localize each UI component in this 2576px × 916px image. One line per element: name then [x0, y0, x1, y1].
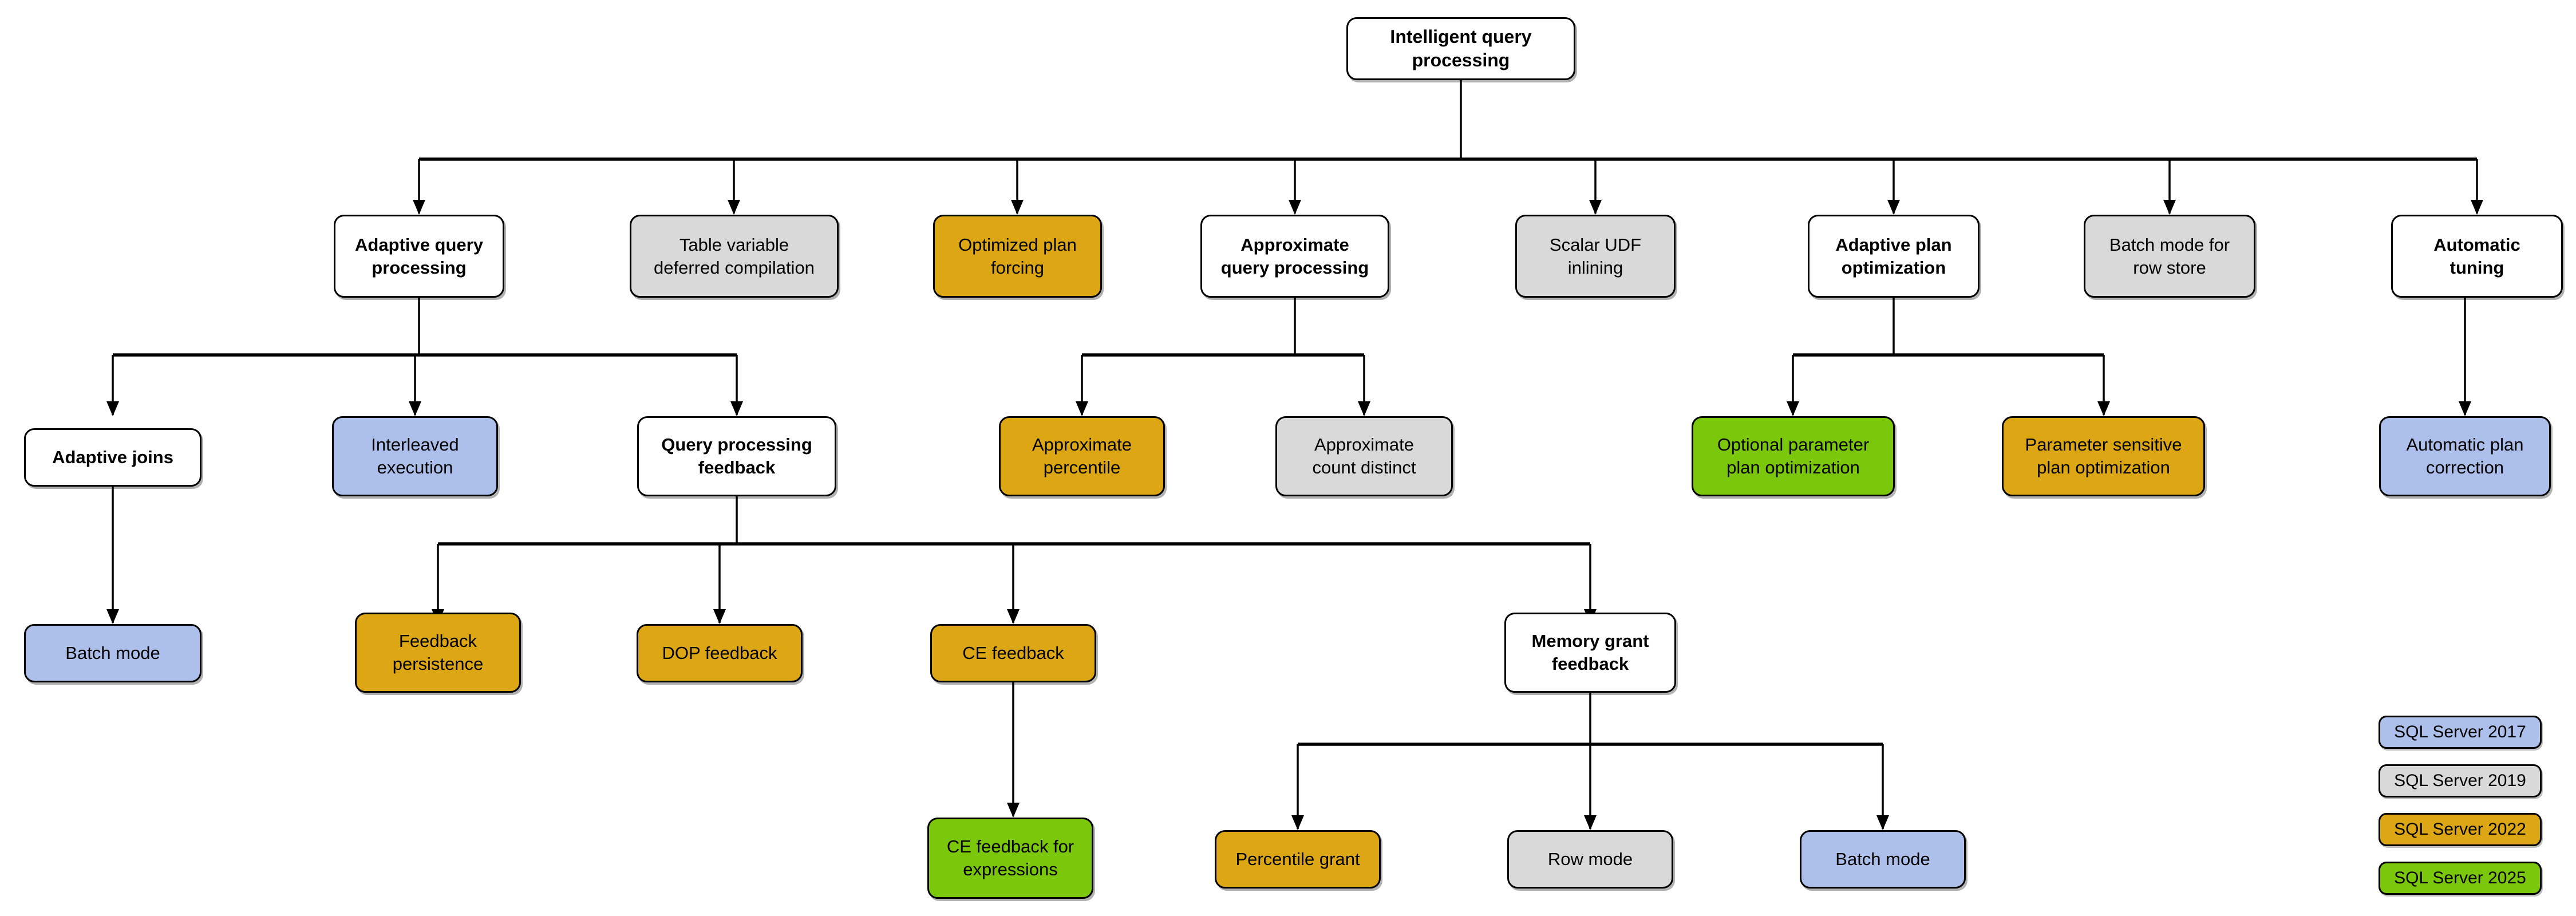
node-label: Batch mode: [1835, 849, 1930, 870]
node-label: Memory grant feedback: [1531, 631, 1649, 674]
node-adaptjoins[interactable]: Adaptive joins: [24, 428, 202, 487]
node-label: Automatic plan correction: [2406, 435, 2524, 477]
arrow-head: [1584, 815, 1597, 830]
node-batchmode1[interactable]: Batch mode: [24, 624, 202, 682]
node-label: Adaptive plan optimization: [1835, 234, 1952, 278]
node-fbpersist[interactable]: Feedback persistence: [355, 613, 521, 693]
arrow-head: [2459, 401, 2471, 416]
arrow-head: [728, 200, 740, 215]
node-tvdc[interactable]: Table variable deferred compilation: [630, 215, 839, 298]
arrow-head: [1011, 200, 1024, 215]
arrow-head: [409, 401, 421, 416]
arrow-head: [2097, 401, 2110, 416]
node-pspo[interactable]: Parameter sensitive plan optimization: [2002, 416, 2205, 496]
arrow-head: [2471, 200, 2483, 215]
node-qpf[interactable]: Query processing feedback: [637, 416, 836, 496]
arrow-head: [1007, 609, 1020, 624]
node-bmrs[interactable]: Batch mode for row store: [2084, 215, 2255, 298]
node-root[interactable]: Intelligent query processing: [1346, 17, 1575, 80]
node-label: Row mode: [1547, 849, 1633, 870]
node-label: Batch mode for row store: [2109, 234, 2230, 278]
arrow-head: [1887, 200, 1900, 215]
legend-item-label: SQL Server 2019: [2394, 771, 2526, 790]
legend-item-sql-server-2022[interactable]: SQL Server 2022: [2379, 813, 2542, 846]
node-label: Optional parameter plan optimization: [1717, 435, 1870, 477]
node-label: Percentile grant: [1235, 849, 1360, 870]
node-label: Approximate query processing: [1220, 234, 1369, 278]
node-udf[interactable]: Scalar UDF inlining: [1515, 215, 1676, 298]
legend-item-label: SQL Server 2022: [2394, 820, 2526, 839]
node-apo[interactable]: Adaptive plan optimization: [1808, 215, 1980, 298]
node-label: Query processing feedback: [661, 435, 812, 477]
node-dopfb[interactable]: DOP feedback: [637, 624, 803, 682]
node-interleaved[interactable]: Interleaved execution: [332, 416, 498, 496]
node-aqp[interactable]: Adaptive query processing: [334, 215, 504, 298]
node-oppo[interactable]: Optional parameter plan optimization: [1692, 416, 1895, 496]
node-approxcd[interactable]: Approximate count distinct: [1275, 416, 1453, 496]
node-pctgrant[interactable]: Percentile grant: [1215, 830, 1381, 889]
node-label: Approximate count distinct: [1312, 435, 1416, 477]
node-rowmode[interactable]: Row mode: [1507, 830, 1673, 889]
node-label: Table variable deferred compilation: [654, 234, 815, 278]
node-label: Intelligent query processing: [1390, 26, 1532, 70]
arrow-head: [1291, 815, 1304, 830]
node-batchmode2[interactable]: Batch mode: [1800, 830, 1966, 889]
legend-item-sql-server-2025[interactable]: SQL Server 2025: [2379, 862, 2542, 895]
arrow-head: [1589, 200, 1602, 215]
node-label: Parameter sensitive plan optimization: [2025, 435, 2182, 477]
node-label: Approximate percentile: [1032, 435, 1132, 477]
node-label: Adaptive joins: [52, 447, 173, 468]
node-apc[interactable]: Automatic plan correction: [2379, 416, 2551, 496]
node-label: Automatic tuning: [2433, 234, 2520, 278]
node-label: Feedback persistence: [392, 631, 484, 674]
node-label: Optimized plan forcing: [958, 234, 1077, 278]
node-label: CE feedback for expressions: [946, 836, 1074, 879]
node-approxpct[interactable]: Approximate percentile: [999, 416, 1165, 496]
node-label: DOP feedback: [662, 643, 777, 664]
arrow-head: [1787, 401, 1799, 416]
arrow-head: [1076, 401, 1088, 416]
arrow-head: [730, 401, 743, 416]
arrow-head: [1007, 803, 1020, 818]
legend-item-sql-server-2017[interactable]: SQL Server 2017: [2379, 716, 2542, 749]
arrow-head: [713, 609, 726, 624]
node-label: Adaptive query processing: [355, 234, 483, 278]
node-opf[interactable]: Optimized plan forcing: [933, 215, 1102, 298]
legend-item-sql-server-2019[interactable]: SQL Server 2019: [2379, 764, 2542, 797]
arrow-head: [1358, 401, 1370, 416]
arrow-head: [106, 401, 119, 416]
legend-item-label: SQL Server 2025: [2394, 868, 2526, 887]
node-label: CE feedback: [962, 643, 1064, 664]
node-mgf[interactable]: Memory grant feedback: [1504, 613, 1676, 693]
node-label: Batch mode: [65, 643, 160, 664]
node-approxqp[interactable]: Approximate query processing: [1200, 215, 1389, 298]
node-cefbexpr[interactable]: CE feedback for expressions: [927, 818, 1093, 899]
node-cefb[interactable]: CE feedback: [930, 624, 1096, 682]
arrow-head: [106, 609, 119, 624]
arrow-head: [1876, 815, 1889, 830]
node-label: Scalar UDF inlining: [1549, 234, 1642, 278]
arrow-head: [2163, 200, 2176, 215]
arrow-head: [1289, 200, 1301, 215]
arrow-head: [413, 200, 425, 215]
node-label: Interleaved execution: [371, 435, 459, 477]
node-autotune[interactable]: Automatic tuning: [2391, 215, 2563, 298]
legend-item-label: SQL Server 2017: [2394, 722, 2526, 741]
